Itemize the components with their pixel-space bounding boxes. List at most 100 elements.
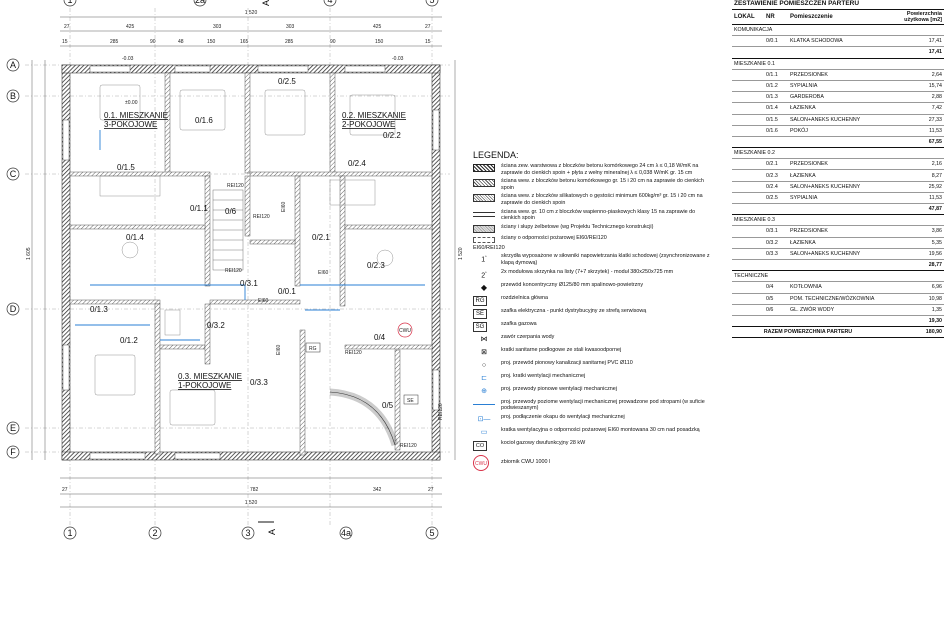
fire-label-8: REI120: [345, 350, 362, 356]
concrete-swatch: [473, 224, 495, 233]
level-3: -0.03: [392, 56, 404, 62]
axis-top-4: 4: [327, 0, 332, 5]
fire-label-4: EI60: [318, 270, 329, 276]
col-header: NR: [764, 9, 788, 25]
room-1-2: 0/1.2: [120, 336, 138, 345]
room-number-cell: 0/1.6: [764, 125, 788, 137]
legend-item: ściana wew. z bloczków betonu komórkoweg…: [473, 178, 713, 191]
legend-item: ściany i słupy żelbetowe (wg Projektu Te…: [473, 224, 713, 233]
apartment-2-line2: 2-POKOJOWE: [342, 120, 395, 129]
number-2-marker: 2*: [481, 269, 487, 279]
area-cell: 8,27: [884, 169, 944, 182]
area-cell: 6,96: [884, 281, 944, 294]
area-cell: 11,53: [884, 192, 944, 205]
legend-text: kratka wentylacyjna o odporności pożarow…: [501, 426, 700, 433]
lokal-cell: [732, 80, 764, 93]
dim-b1: 27: [62, 487, 68, 493]
section-mark-bottom: A: [267, 529, 277, 535]
room-4: 0/4: [374, 333, 386, 342]
subtotal-value: 47,87: [884, 203, 944, 216]
apartment-2-line1: 0.2. MIESZKANIE: [342, 111, 406, 120]
legend-text: 2x modułowa skrzynka na listy (7+7 skrzy…: [501, 268, 674, 275]
vent-duct-icon: [473, 403, 495, 405]
legend-text: proj. przewody pionowe wentylacji mechan…: [501, 385, 617, 392]
legend-text: kratki sanitarne podłogowe ze stali kwas…: [501, 346, 622, 353]
legend-item: ⊠ kratki sanitarne podłogowe ze stali kw…: [473, 347, 713, 358]
room-name-cell: KOTŁOWNIA: [788, 281, 884, 294]
room-1-1: 0/1.1: [190, 204, 208, 213]
staircase: [212, 189, 399, 447]
area-cell: 2,88: [884, 91, 944, 104]
room-number-cell: 0/2.1: [764, 158, 788, 171]
subtotal-value: 19,30: [884, 315, 944, 328]
room-name-cell: PRZEDSIONEK: [788, 69, 884, 81]
room-name-cell: SYPIALNIA: [788, 80, 884, 93]
number-2-text: 2: [481, 271, 486, 279]
dim-b2: 782: [250, 487, 259, 493]
room-1-6: 0/1.6: [195, 116, 213, 125]
dim-t3: 303: [213, 24, 222, 30]
se-box: SE: [473, 308, 487, 319]
cwu-tank-icon: CWU: [473, 454, 489, 471]
room-numbers: 0/1.6 0/2.5 0/1.5 0/2.4 0/1.1 0/6 0/1.4 …: [90, 77, 401, 410]
dim-r2-5: 150: [207, 39, 216, 45]
inner-walls: [69, 72, 433, 456]
room-name-cell: PRZEDSIONEK: [788, 225, 884, 238]
area-cell: 27,33: [884, 114, 944, 126]
room-5: 0/5: [382, 401, 394, 410]
floor-plan: 1 2a A 4 5 1 520 27 425 303 303 425 27 1…: [6, 0, 464, 540]
section-mark-top: A: [261, 0, 271, 6]
legend-text: rozdzielnica główna: [501, 294, 549, 301]
room-name-cell: POKÓJ: [788, 125, 884, 137]
legend-text: ściana wew. gr. 10 cm z bloczków wapienn…: [501, 208, 696, 222]
axis-bottom-4a: 4a: [341, 528, 351, 538]
legend-text: przewód koncentryczny Ø125/80 mm spalino…: [501, 281, 644, 288]
fire-label-10: REI120: [438, 403, 444, 420]
legend-item: ściana zew. warstwowa z bloczków betonu …: [473, 163, 713, 176]
group-name: TECHNICZNE: [732, 270, 944, 283]
legend-item: ściana wew. gr. 10 cm z bloczków wapienn…: [473, 209, 713, 222]
hood-connection-icon: ⊡—: [477, 415, 491, 423]
room-number-cell: 0/1.2: [764, 80, 788, 93]
subtotal-row: 28,77: [732, 259, 944, 272]
sewer-pipe-icon: ○: [481, 361, 487, 369]
room-3-3: 0/3.3: [250, 378, 268, 387]
dim-t1: 27: [64, 24, 70, 30]
room-number-cell: 0/1.1: [764, 69, 788, 81]
fire-wall-swatch: [473, 236, 495, 243]
area-cell: 11,53: [884, 125, 944, 137]
legend-item: ⊡— proj. podłączenie okapu do wentylacji…: [473, 414, 713, 425]
legend-text: szafka elektryczna - punkt dystrybucyjny…: [501, 307, 647, 314]
fire-label-5: EI60: [281, 201, 287, 212]
ventilation-lines: [75, 130, 425, 341]
dim-side-left: 1 605: [26, 247, 32, 260]
room-number-cell: 0/3.3: [764, 248, 788, 260]
dim-r2-8: 90: [330, 39, 336, 45]
subtotal-blank: [732, 46, 884, 59]
tag-se: SE: [407, 398, 414, 404]
apartment-3-line1: 0.3. MIESZKANIE: [178, 372, 242, 381]
room-name-cell: GARDEROBA: [788, 91, 884, 104]
wall-silicate-swatch: [473, 194, 495, 203]
wall-inner-swatch: [473, 179, 495, 188]
dim-bottom-total: 1 520: [245, 500, 258, 506]
area-cell: 10,98: [884, 293, 944, 305]
room-summary-table: ZESTAWIENIE POMIESZCZEŃ PARTERU LOKAL NR…: [732, 0, 944, 339]
room-1-5: 0/1.5: [117, 163, 135, 172]
area-cell: 19,56: [884, 248, 944, 260]
dim-t4: 303: [286, 24, 295, 30]
outer-walls: [61, 64, 441, 461]
axis-bubbles-top: 1 2a A 4 5: [63, 0, 439, 7]
legend-item: ▭ kratka wentylacyjna o odporności pożar…: [473, 427, 713, 438]
